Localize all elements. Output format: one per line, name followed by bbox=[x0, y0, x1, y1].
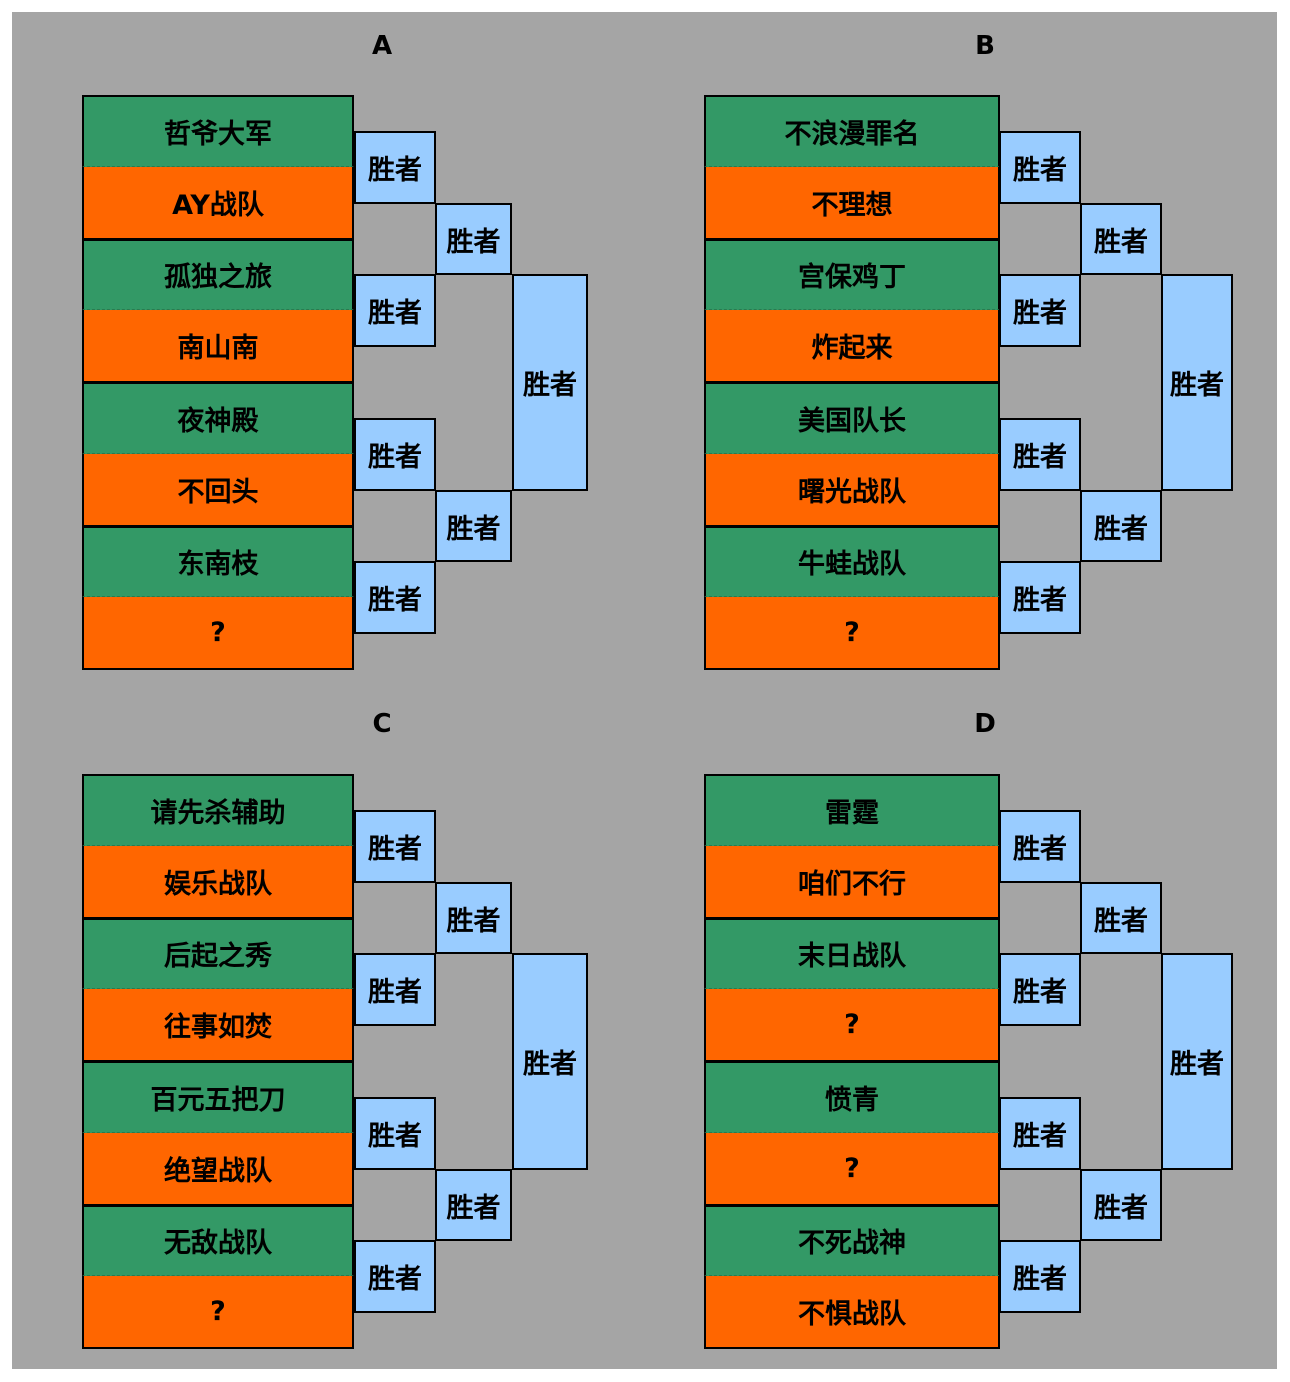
team-cell: 愤青 bbox=[704, 1061, 1000, 1133]
team-cell: ? bbox=[704, 1132, 1000, 1206]
winner-box-round1: 胜者 bbox=[999, 809, 1081, 883]
winner-box-round1: 胜者 bbox=[999, 953, 1081, 1027]
team-cell: 无敌战队 bbox=[82, 1204, 354, 1277]
team-cell: 请先杀辅助 bbox=[82, 774, 354, 846]
winner-box-round2: 胜者 bbox=[1080, 881, 1162, 955]
winner-box-round1: 胜者 bbox=[354, 953, 436, 1027]
team-cell: 往事如焚 bbox=[82, 989, 354, 1062]
team-cell: 炸起来 bbox=[704, 310, 1000, 383]
team-cell: 哲爷大军 bbox=[82, 95, 354, 167]
winner-box-round1: 胜者 bbox=[354, 417, 436, 491]
team-cell: 百元五把刀 bbox=[82, 1061, 354, 1133]
winner-box-round1: 胜者 bbox=[999, 274, 1081, 348]
winner-box-round3: 胜者 bbox=[1161, 953, 1233, 1170]
winner-box-round2: 胜者 bbox=[435, 489, 512, 563]
winner-box-round2: 胜者 bbox=[435, 881, 512, 955]
team-cell: ? bbox=[704, 989, 1000, 1062]
team-cell: ? bbox=[82, 1276, 354, 1349]
team-cell: 不理想 bbox=[704, 166, 1000, 240]
group-title: A bbox=[371, 31, 393, 61]
team-cell: 宫保鸡丁 bbox=[704, 238, 1000, 311]
team-cell: 不惧战队 bbox=[704, 1276, 1000, 1349]
winner-box-round1: 胜者 bbox=[999, 1240, 1081, 1314]
winner-box-round1: 胜者 bbox=[354, 1096, 436, 1170]
team-cell: 南山南 bbox=[82, 310, 354, 383]
winner-box-round2: 胜者 bbox=[1080, 202, 1162, 276]
team-cell: 末日战队 bbox=[704, 917, 1000, 990]
group-title: B bbox=[975, 31, 995, 61]
winner-box-round1: 胜者 bbox=[999, 130, 1081, 204]
winner-box-round2: 胜者 bbox=[435, 1168, 512, 1242]
winner-box-round1: 胜者 bbox=[999, 561, 1081, 635]
group-title: C bbox=[372, 709, 392, 739]
team-cell: 美国队长 bbox=[704, 382, 1000, 454]
winner-box-round2: 胜者 bbox=[1080, 1168, 1162, 1242]
winner-box-round3: 胜者 bbox=[1161, 274, 1233, 491]
team-cell: 咱们不行 bbox=[704, 845, 1000, 919]
team-cell: 孤独之旅 bbox=[82, 238, 354, 311]
winner-box-round1: 胜者 bbox=[999, 417, 1081, 491]
team-cell: ? bbox=[704, 597, 1000, 670]
team-cell: 雷霆 bbox=[704, 774, 1000, 846]
winner-box-round3: 胜者 bbox=[512, 274, 588, 491]
team-cell: 不回头 bbox=[82, 453, 354, 527]
winner-box-round1: 胜者 bbox=[999, 1096, 1081, 1170]
winner-box-round1: 胜者 bbox=[354, 809, 436, 883]
winner-box-round1: 胜者 bbox=[354, 274, 436, 348]
winner-box-round2: 胜者 bbox=[435, 202, 512, 276]
winner-box-round2: 胜者 bbox=[1080, 489, 1162, 563]
team-cell: 后起之秀 bbox=[82, 917, 354, 990]
winner-box-round1: 胜者 bbox=[354, 130, 436, 204]
team-cell: 曙光战队 bbox=[704, 453, 1000, 527]
team-cell: 夜神殿 bbox=[82, 382, 354, 454]
team-cell: 东南枝 bbox=[82, 525, 354, 598]
team-cell: 不浪漫罪名 bbox=[704, 95, 1000, 167]
team-cell: 绝望战队 bbox=[82, 1132, 354, 1206]
team-cell: 牛蛙战队 bbox=[704, 525, 1000, 598]
team-cell: 娱乐战队 bbox=[82, 845, 354, 919]
winner-box-round3: 胜者 bbox=[512, 953, 588, 1170]
winner-box-round1: 胜者 bbox=[354, 561, 436, 635]
team-cell: AY战队 bbox=[82, 166, 354, 240]
winner-box-round1: 胜者 bbox=[354, 1240, 436, 1314]
team-cell: ? bbox=[82, 597, 354, 670]
team-cell: 不死战神 bbox=[704, 1204, 1000, 1277]
group-title: D bbox=[974, 709, 996, 739]
